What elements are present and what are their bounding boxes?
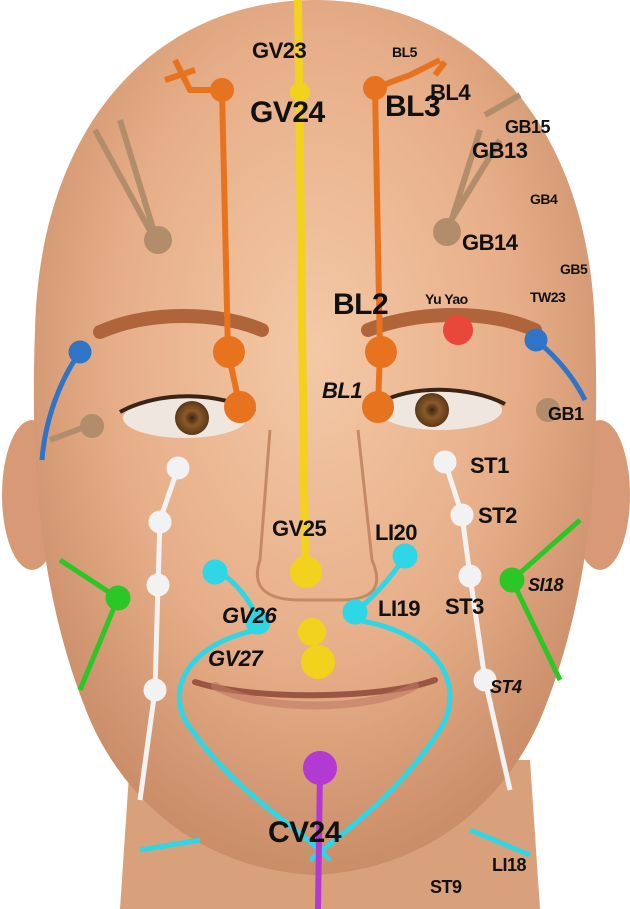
label-li20: LI20 bbox=[375, 522, 417, 544]
label-gv24: GV24 bbox=[250, 98, 325, 128]
label-bl4: BL4 bbox=[430, 82, 470, 104]
label-gb1: GB1 bbox=[548, 405, 584, 423]
label-gv26: GV26 bbox=[222, 605, 276, 627]
label-li18: LI18 bbox=[492, 856, 526, 874]
label-gb4: GB4 bbox=[530, 192, 557, 206]
label-gv25: GV25 bbox=[272, 518, 326, 540]
label-st4: ST4 bbox=[490, 678, 522, 696]
label-li19: LI19 bbox=[378, 598, 420, 620]
label-bl5: BL5 bbox=[392, 45, 417, 59]
label-bl2: BL2 bbox=[333, 290, 388, 320]
label-st1: ST1 bbox=[470, 455, 509, 477]
label-gb5: GB5 bbox=[560, 262, 587, 276]
label-yu-yao: Yu Yao bbox=[425, 292, 468, 306]
label-bl1: BL1 bbox=[322, 380, 362, 402]
left-iris bbox=[175, 401, 209, 435]
label-st3: ST3 bbox=[445, 596, 484, 618]
label-st2: ST2 bbox=[478, 505, 517, 527]
label-st9: ST9 bbox=[430, 878, 462, 896]
label-gb15: GB15 bbox=[505, 118, 550, 136]
label-cv24: CV24 bbox=[268, 818, 341, 848]
label-gv27: GV27 bbox=[208, 648, 262, 670]
label-gv23: GV23 bbox=[252, 40, 306, 62]
right-iris bbox=[415, 393, 449, 427]
label-tw23: TW23 bbox=[530, 290, 565, 304]
label-gb14: GB14 bbox=[462, 232, 517, 254]
label-gb13: GB13 bbox=[472, 140, 527, 162]
label-si18: SI18 bbox=[528, 576, 563, 594]
yu-yao-point bbox=[443, 315, 473, 345]
